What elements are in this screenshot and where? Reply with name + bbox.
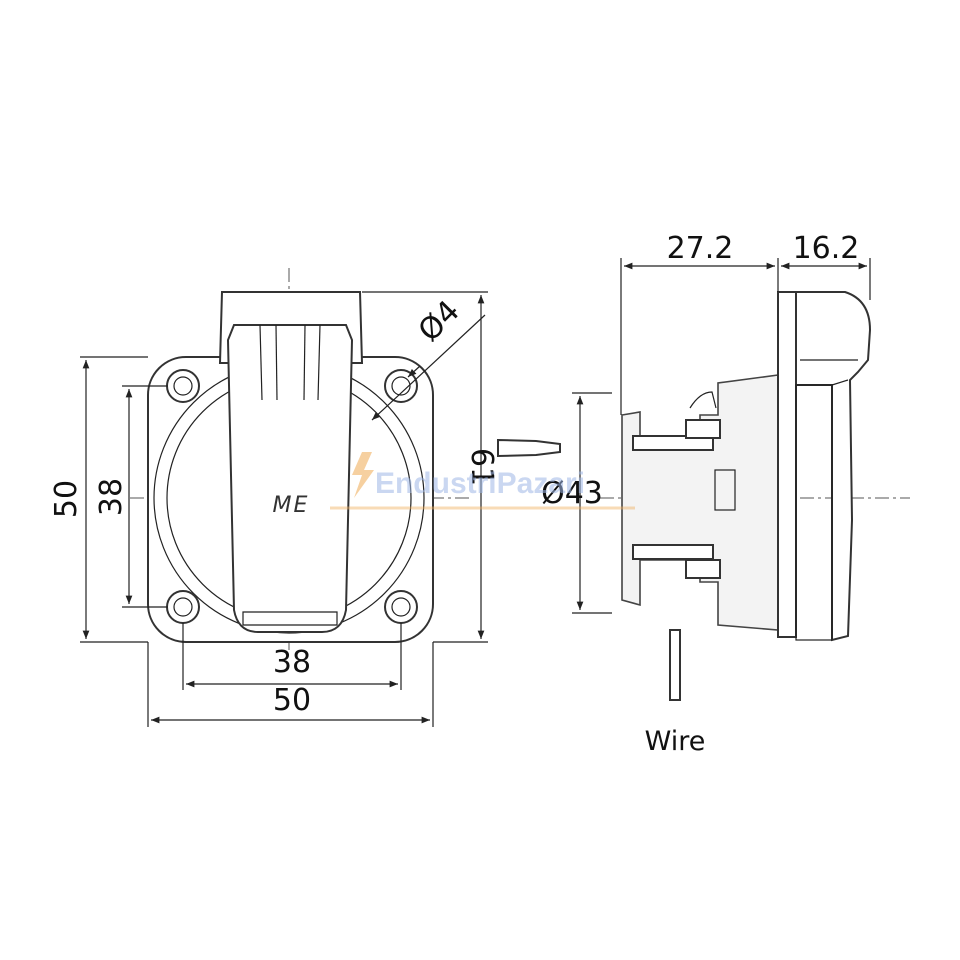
side-view: 27.2 16.2 Ø43 Wire (497, 231, 910, 757)
dim-label-61: 61 (464, 448, 499, 486)
dim-label-diameter-43: Ø43 (541, 476, 603, 511)
mounting-hole-top-left (166, 369, 200, 403)
side-lid (795, 291, 872, 642)
side-flange (777, 291, 797, 638)
dim-side-depth-cover: 16.2 (781, 231, 871, 300)
protective-lid (226, 324, 354, 633)
mounting-holes (166, 369, 418, 624)
dim-label-50-vertical: 50 (49, 480, 84, 518)
dim-front-height-holes: 38 (94, 385, 168, 608)
plug-pin (497, 438, 561, 458)
mounting-hole-bottom-right (384, 590, 418, 624)
mounting-hole-bottom-left (166, 590, 200, 624)
watermark-bolt-icon (352, 452, 374, 498)
rear-housing (621, 374, 779, 631)
dim-label-hole-diameter: Ø4 (412, 294, 467, 349)
watermark: EndustriPazari (330, 452, 635, 510)
dim-label-50-horizontal: 50 (273, 683, 311, 718)
dim-label-16-2: 16.2 (793, 231, 860, 266)
wire-symbol (669, 629, 681, 701)
dim-front-width-holes: 38 (182, 623, 402, 690)
watermark-text: EndustriPazari (375, 467, 585, 500)
dim-front-height-outer: 50 (49, 356, 148, 643)
mounting-hole-top-right (384, 369, 418, 403)
dim-overall-height: 61 (362, 291, 499, 643)
lid-logo: ME (273, 493, 310, 518)
wire-label: Wire (645, 726, 706, 757)
dim-label-38-vertical: 38 (94, 478, 129, 516)
dim-label-27-2: 27.2 (667, 231, 734, 266)
dim-front-width-outer: 50 (147, 642, 434, 727)
dim-side-depth-body: 27.2 (620, 231, 779, 415)
dim-label-38-horizontal: 38 (273, 645, 311, 680)
dim-mount-diameter: Ø43 (541, 392, 612, 614)
